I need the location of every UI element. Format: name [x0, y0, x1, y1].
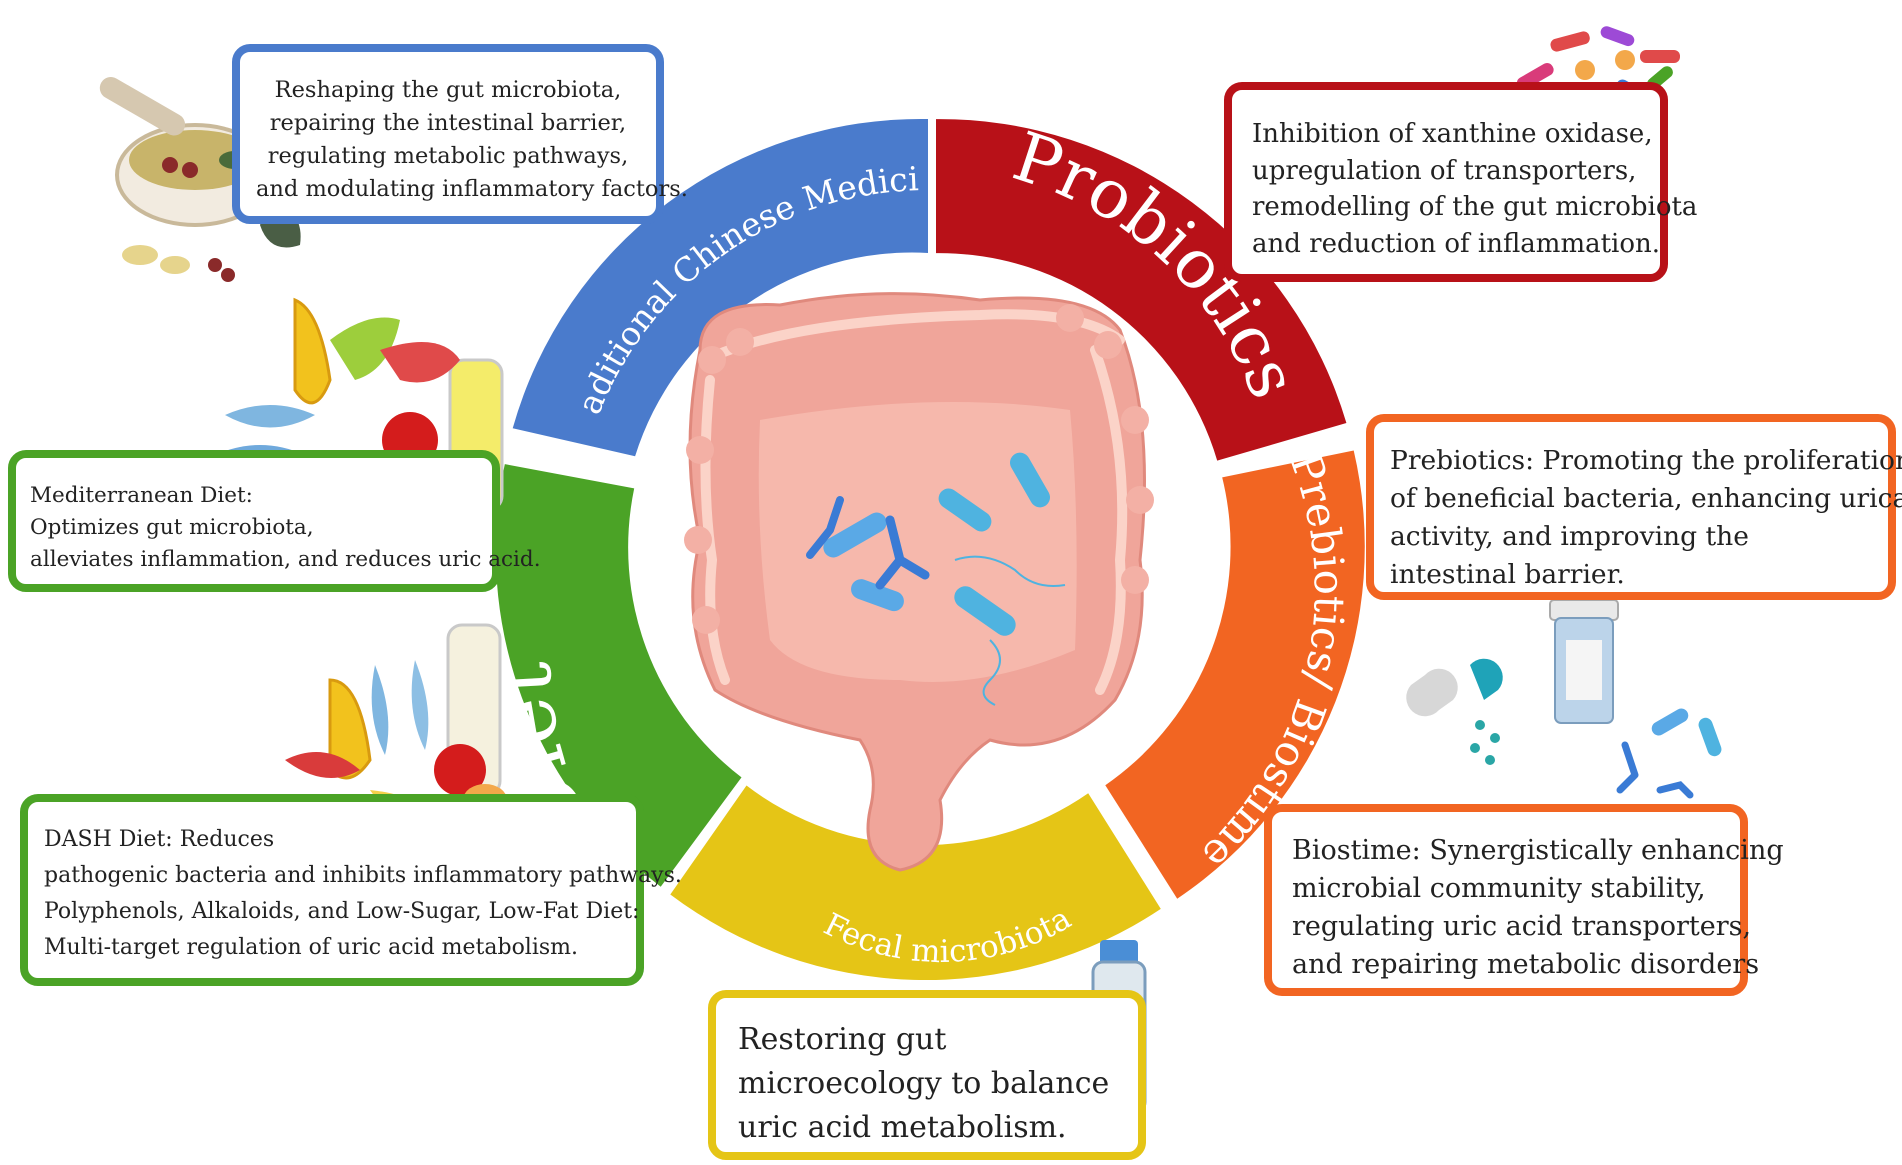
probiotics-line-4: and reduction of inflammation. [1252, 228, 1661, 259]
probiotics-description-box: Inhibition of xanthine oxidase, upregula… [1224, 82, 1698, 282]
biostime-line-3: regulating uric acid transporters, [1292, 911, 1752, 942]
dash-line-1: DASH Diet: Reduces [44, 827, 275, 852]
dash-line-2: pathogenic bacteria and inhibits inflamm… [44, 863, 682, 888]
fecal-line-1: Restoring gut [738, 1022, 947, 1057]
medicine-bottle-icon [1406, 599, 1722, 799]
tcm-line-1: Reshaping the gut microbiota, [274, 77, 622, 103]
dash-line-4: Multi-target regulation of uric acid met… [44, 935, 579, 960]
mediterranean-line-3: alleviates inflammation, and reduces uri… [30, 547, 541, 572]
segment-fecal [670, 785, 1161, 981]
probiotics-line-1: Inhibition of xanthine oxidase, [1252, 119, 1653, 149]
fecal-line-2: microecology to balance [738, 1066, 1110, 1101]
prebiotics-line-3: activity, and improving the [1390, 521, 1749, 552]
prebiotics-line-2: of beneficial bacteria, enhancing uricas… [1390, 483, 1902, 514]
tcm-line-4: and modulating inflammatory factors. [256, 176, 688, 202]
fecal-description-box: Restoring gut microecology to balance ur… [708, 990, 1146, 1160]
biostime-description-box: Biostime: Synergistically enhancing micr… [1264, 804, 1784, 996]
dash-description-box: DASH Diet: Reduces pathogenic bacteria a… [20, 794, 682, 986]
mediterranean-line-1: Mediterranean Diet: [30, 483, 253, 508]
tcm-line-3: regulating metabolic pathways, [267, 143, 629, 169]
probiotics-line-2: upregulation of transporters, [1252, 155, 1637, 186]
mediterranean-line-2: Optimizes gut microbiota, [30, 515, 314, 540]
segment-prebiotics [1105, 450, 1365, 899]
segment-tcm [512, 118, 928, 457]
prebiotics-line-4: intestinal barrier. [1390, 559, 1625, 590]
segment-diet [495, 464, 742, 887]
fecal-line-3: uric acid metabolism. [738, 1110, 1067, 1145]
probiotics-line-3: remodelling of the gut microbiota [1252, 192, 1698, 222]
segment-probiotics [936, 119, 1347, 461]
biostime-line-1: Biostime: Synergistically enhancing [1292, 835, 1784, 866]
mediterranean-description-box: Mediterranean Diet: Optimizes gut microb… [8, 450, 541, 592]
dash-line-3: Polyphenols, Alkaloids, and Low-Sugar, L… [44, 899, 640, 924]
biostime-line-2: microbial community stability, [1292, 873, 1706, 904]
tcm-description-box: Reshaping the gut microbiota, repairing … [232, 44, 688, 224]
dash-food-icon [285, 623, 507, 820]
intestine-illustration [684, 292, 1154, 872]
prebiotics-line-1: Prebiotics: Promoting the proliferation [1390, 445, 1902, 476]
tcm-line-2: repairing the intestinal barrier, [269, 110, 627, 136]
prebiotics-description-box: Prebiotics: Promoting the proliferation … [1366, 414, 1902, 600]
biostime-line-4: and repairing metabolic disorders [1292, 949, 1760, 980]
